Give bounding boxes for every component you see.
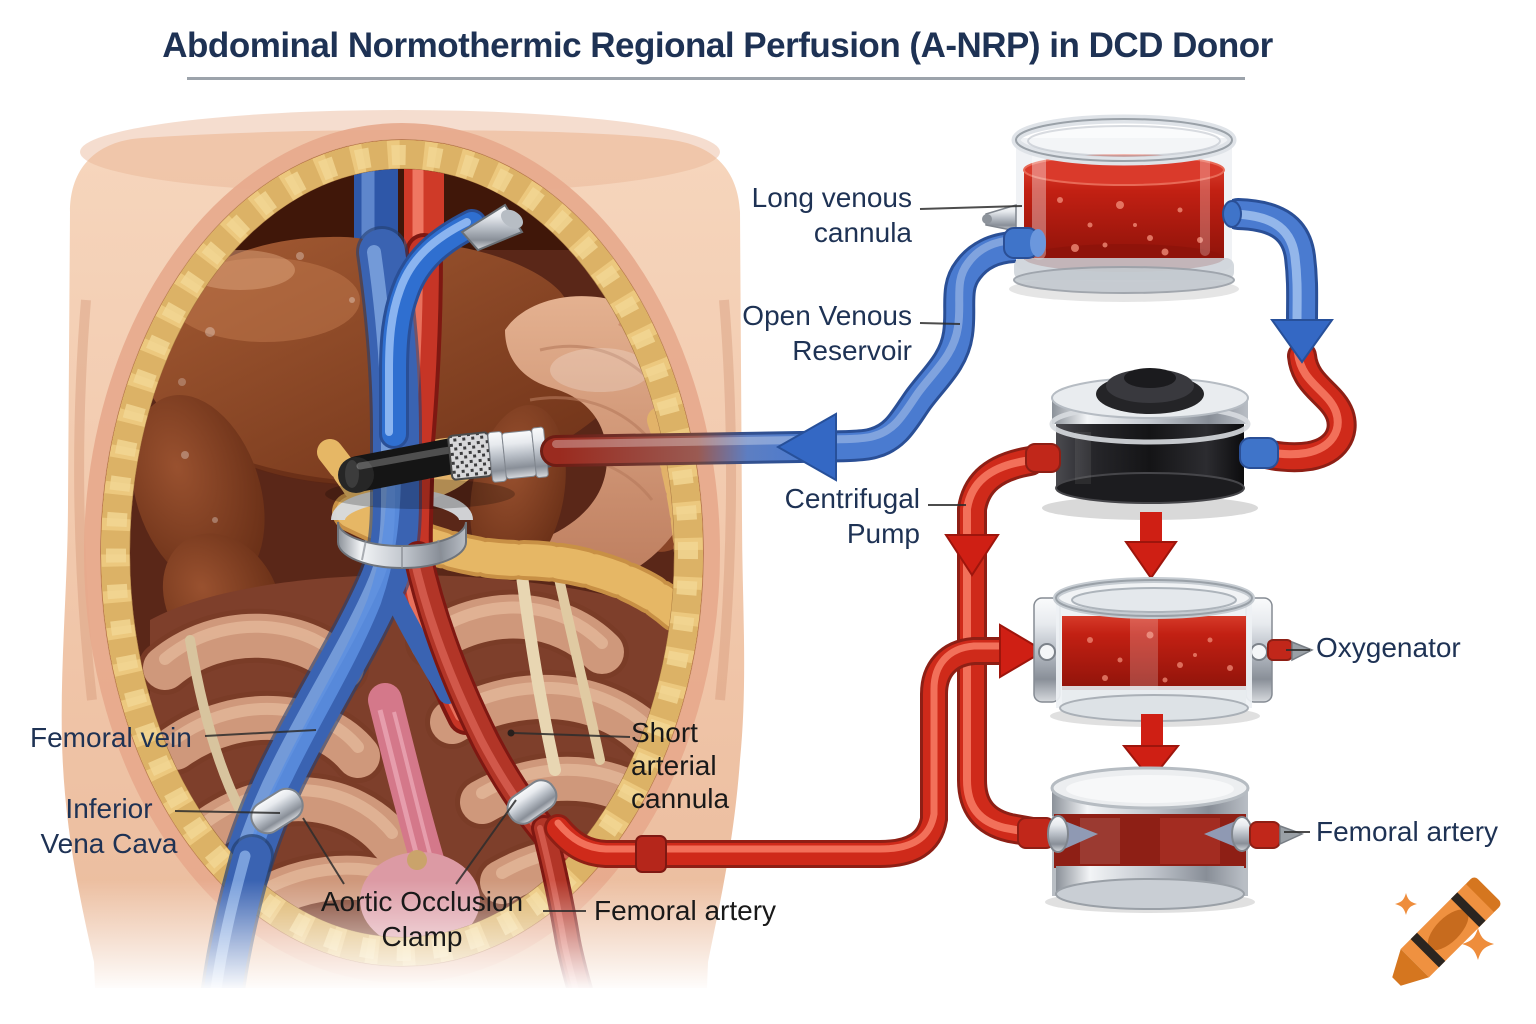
flow-arrow-down-icon	[944, 534, 1000, 577]
skin-fade-solid	[20, 988, 770, 1024]
label-open-venous-reservoir: Open Venous Reservoir	[620, 298, 912, 368]
label-line: arterial	[631, 750, 717, 781]
flow-arrow-down-icon	[1124, 541, 1178, 580]
femoral-artery-connector-unit	[1017, 766, 1304, 913]
braided-section	[447, 431, 493, 481]
centrifugal-pump-unit	[1025, 368, 1279, 580]
label-line: Short	[631, 717, 698, 748]
pump-outlet-port	[1025, 443, 1061, 473]
label-line: cannula	[813, 217, 912, 248]
aortic-cannula-connector	[325, 426, 572, 509]
drum-port-right	[1249, 821, 1281, 849]
label-femoral-artery-anatomy: Femoral artery	[594, 895, 777, 926]
label-line: Aortic Occlusion	[320, 886, 524, 917]
label-line: Reservoir	[792, 335, 912, 366]
pump-inlet-port	[1239, 437, 1279, 469]
label-aortic-occlusion-clamp: Aortic Occlusion Clamp	[290, 884, 554, 954]
leader-femoral-vein	[204, 729, 317, 737]
label-oxygenator: Oxygenator	[1316, 632, 1461, 663]
label-inferior-vena-cava: Inferior Vena Cava	[18, 791, 200, 861]
oxygenator-unit	[1033, 577, 1314, 782]
ureter-strands	[185, 554, 605, 815]
external-tubing	[215, 214, 1342, 996]
label-line: cannula	[631, 783, 730, 814]
blood-speckles	[1087, 631, 1233, 683]
flow-arrow-left-icon	[775, 412, 837, 482]
venous-reservoir	[982, 114, 1242, 302]
sparkle-icon	[1462, 928, 1494, 960]
leader-inferior-vena-cava	[174, 810, 281, 814]
skin-fade	[20, 880, 770, 992]
flow-arrow-down-icon	[1121, 745, 1181, 782]
arterial-return-line	[558, 646, 1002, 873]
leader-aortic-clamp-right	[455, 799, 517, 885]
page-title: Abdominal Normothermic Regional Perfusio…	[162, 26, 1273, 65]
label-line: Long venous	[751, 182, 912, 213]
label-long-venous-cannula: Long venous cannula	[620, 180, 912, 250]
label-line: Inferior	[65, 793, 153, 824]
label-line: Pump	[846, 518, 920, 549]
reservoir-port-right	[1222, 200, 1242, 228]
label-line: Vena Cava	[40, 828, 178, 859]
leader-lines	[174, 205, 1310, 912]
crayon-icon	[1392, 877, 1501, 986]
leader-aortic-clamp-left	[302, 817, 345, 885]
luer-connector	[487, 426, 549, 483]
sparkle-icon	[1395, 893, 1417, 915]
inferior-vena-cava-vessel	[236, 252, 458, 872]
aortic-occlusion-ring	[337, 521, 467, 569]
label-short-arterial-cannula: Short arterial cannula	[631, 716, 729, 815]
label-line: Centrifugal	[784, 483, 920, 514]
crayon-watermark	[1392, 877, 1501, 986]
flow-arrow-down-icon	[1141, 714, 1163, 748]
tube-connector-sleeve	[635, 835, 667, 873]
blood-speckles	[1057, 197, 1203, 256]
label-femoral-artery-circuit: Femoral artery	[1316, 816, 1499, 847]
flow-arrow-down-icon	[1270, 319, 1334, 364]
leader-long-venous-cannula	[919, 205, 1023, 210]
flow-arrow-right-icon	[999, 623, 1046, 679]
title-underline	[187, 77, 1245, 80]
label-line: Clamp	[381, 921, 463, 952]
venous-cannula-tip	[460, 203, 524, 252]
vessel-clamp-vein	[250, 787, 304, 835]
label-femoral-vein: Femoral vein	[30, 722, 192, 753]
label-line: Open Venous	[742, 300, 912, 331]
leader-short-arterial-cannula	[513, 732, 631, 738]
label-centrifugal-pump: Centrifugal Pump	[620, 481, 920, 551]
flow-arrow-down-icon	[1140, 512, 1162, 544]
leader-open-venous-reservoir	[919, 322, 961, 325]
vessel-clamp-artery	[506, 779, 558, 825]
